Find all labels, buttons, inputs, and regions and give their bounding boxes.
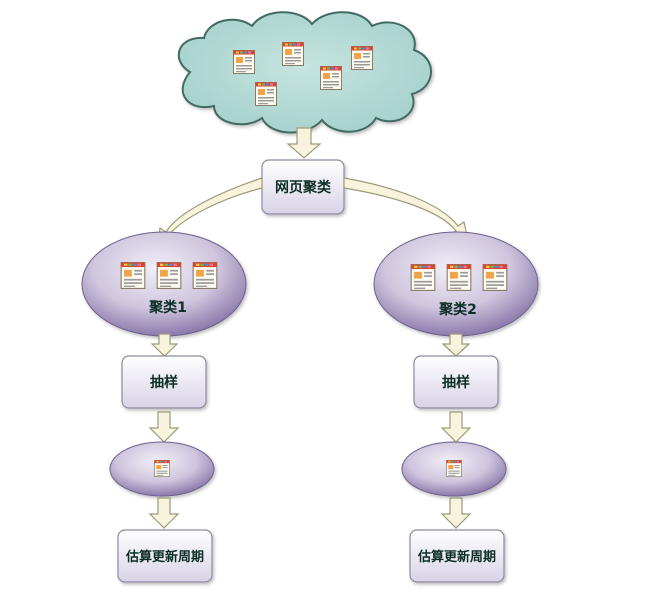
web-pages-cloud — [177, 11, 432, 134]
cluster-1-label: 聚类1 — [148, 299, 187, 316]
estimate-1-node: 估算更新周期 — [117, 529, 213, 583]
sampling-1-box — [121, 355, 207, 409]
arrow-sampling-2-to-sample-2 — [440, 411, 472, 443]
estimate-2-node: 估算更新周期 — [409, 529, 505, 583]
web-clustering-node: 网页聚类 — [261, 159, 345, 215]
estimate-2-box — [409, 529, 505, 583]
webpage-thumbnail-icon — [120, 262, 146, 289]
web-clustering-label: 网页聚类 — [275, 179, 332, 196]
webpage-thumbnail-icon — [350, 46, 374, 70]
webpage-thumbnail-icon — [192, 262, 218, 289]
curved-arrow-to-cluster-2 — [343, 177, 469, 241]
webpage-thumbnail-icon — [319, 66, 343, 90]
sampling-1-label: 抽样 — [150, 374, 178, 391]
webpage-thumbnail-icon — [410, 264, 436, 291]
webpage-thumbnail-icon — [154, 460, 170, 477]
webpage-thumbnail-icon — [281, 42, 305, 66]
webpage-thumbnail-icon — [482, 264, 508, 291]
arrow-cluster-1-to-sampling-1 — [150, 333, 179, 357]
arrow-sampling-1-to-sample-1 — [148, 411, 180, 443]
webpage-thumbnail-icon — [254, 82, 278, 106]
sample-1-node — [109, 441, 215, 497]
arrow-sample-1-to-estimate-1 — [148, 497, 180, 529]
estimate-1-box — [117, 529, 213, 583]
sampling-2-label: 抽样 — [442, 374, 470, 391]
arrow-sample-2-to-estimate-2 — [440, 497, 472, 529]
arrow-cloud-to-clustering — [286, 127, 322, 159]
estimate-1-label: 估算更新周期 — [125, 549, 204, 565]
webpage-thumbnail-icon — [446, 264, 472, 291]
sample-2-node — [401, 441, 507, 497]
arrow-cluster-2-to-sampling-2 — [441, 333, 471, 357]
webpage-thumbnail-icon — [156, 262, 182, 289]
webpage-thumbnail-icon — [446, 460, 462, 477]
sampling-2-box — [413, 355, 499, 409]
cluster-2-node: 聚类2 — [373, 231, 539, 337]
cluster-1-node: 聚类1 — [81, 231, 247, 337]
sampling-2-node: 抽样 — [413, 355, 499, 409]
estimate-2-label: 估算更新周期 — [417, 549, 496, 565]
sampling-1-node: 抽样 — [121, 355, 207, 409]
webpage-thumbnail-icon — [232, 50, 256, 74]
cluster-2-label: 聚类2 — [438, 301, 477, 318]
cloud-shape — [177, 11, 432, 134]
